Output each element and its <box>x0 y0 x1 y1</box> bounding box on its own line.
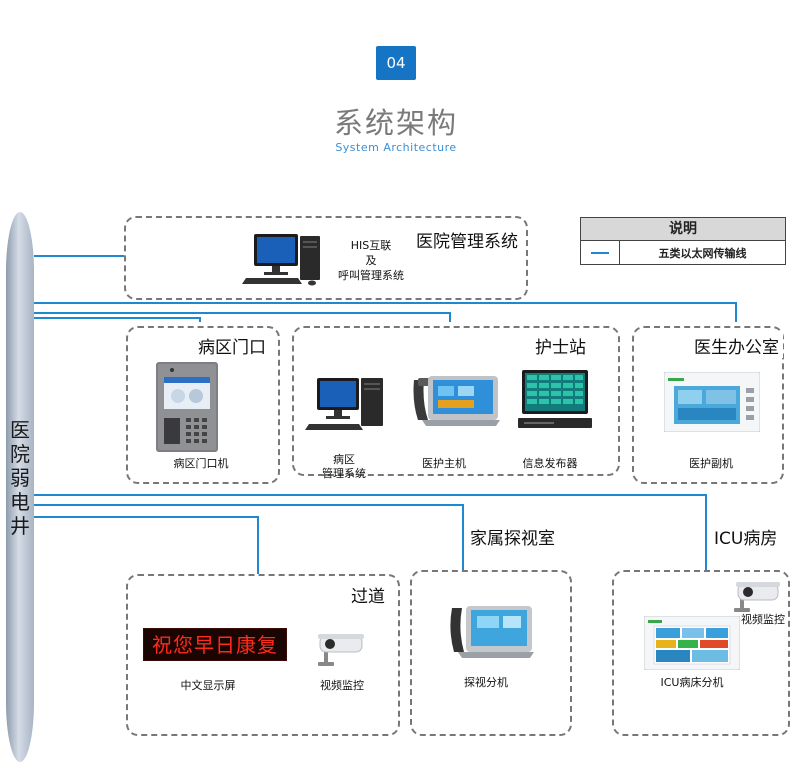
nurse-master-label: 医护主机 <box>422 457 466 470</box>
icu-title: ICU病房 <box>710 524 782 549</box>
family-room-box <box>410 570 572 736</box>
corridor-title: 过道 <box>347 582 389 607</box>
family-room-title: 家属探视室 <box>466 524 559 549</box>
ward-management-computer-icon <box>305 378 383 430</box>
page-title: 系统架构 <box>333 106 458 140</box>
led-display-label: 中文显示屏 <box>180 679 236 692</box>
chinese-led-display: 祝您早日康复 <box>143 628 287 661</box>
legend-line-label: 五类以太网传输线 <box>658 247 747 260</box>
doctor-office-title: 医生办公室 <box>690 333 783 358</box>
icu-bedside-terminal-label: ICU病床分机 <box>660 676 724 689</box>
line-nurse-station <box>34 312 451 322</box>
legend-title: 说明 <box>581 218 785 241</box>
info-publisher-label: 信息发布器 <box>522 457 578 470</box>
icu-bedside-terminal-icon <box>644 616 740 670</box>
line-doctor-office <box>34 302 737 322</box>
his-box <box>124 216 528 300</box>
surveillance-camera-icon <box>318 634 364 666</box>
his-text-line3: 呼叫管理系统 <box>338 269 404 282</box>
shaft-label: 医院弱电井 <box>10 418 30 538</box>
line-family-room <box>34 504 464 570</box>
door-intercom-icon <box>156 362 218 452</box>
icu-box <box>612 570 790 736</box>
weak-current-shaft <box>6 212 34 762</box>
line-ward-gate <box>34 317 201 322</box>
ward-management-label-line2: 管理系统 <box>322 467 366 480</box>
ward-gate-box <box>126 326 280 484</box>
legend-line-swatch <box>581 241 620 265</box>
visiting-terminal-label: 探视分机 <box>464 676 508 689</box>
visiting-terminal-icon <box>450 606 534 658</box>
legend: 说明 五类以太网传输线 <box>580 217 786 265</box>
line-icu <box>34 494 707 570</box>
icu-camera-icon <box>734 582 780 612</box>
info-publisher-icon <box>518 370 592 428</box>
nurse-master-station-icon <box>413 376 500 426</box>
doctor-office-box <box>632 326 784 484</box>
desktop-computer-icon <box>242 234 320 286</box>
ward-management-label-line1: 病区 <box>333 453 355 466</box>
corridor-camera-label: 视频监控 <box>320 679 364 692</box>
ward-gate-device-label: 病区门口机 <box>173 457 229 470</box>
icu-camera-label: 视频监控 <box>741 613 785 626</box>
nurse-station-box <box>292 326 620 476</box>
section-number-badge: 04 <box>376 46 416 80</box>
page-subtitle: System Architecture <box>335 141 457 154</box>
his-text-line2: 及 <box>365 254 377 267</box>
his-title: 医院管理系统 <box>412 227 522 252</box>
corridor-box <box>126 574 400 736</box>
his-text-line1: HIS互联 <box>350 239 392 252</box>
line-corridor <box>34 516 259 574</box>
doctor-sub-station-icon <box>664 372 760 432</box>
nurse-station-title: 护士站 <box>531 333 590 358</box>
doctor-sub-station-label: 医护副机 <box>689 457 733 470</box>
ward-gate-title: 病区门口 <box>194 333 270 358</box>
